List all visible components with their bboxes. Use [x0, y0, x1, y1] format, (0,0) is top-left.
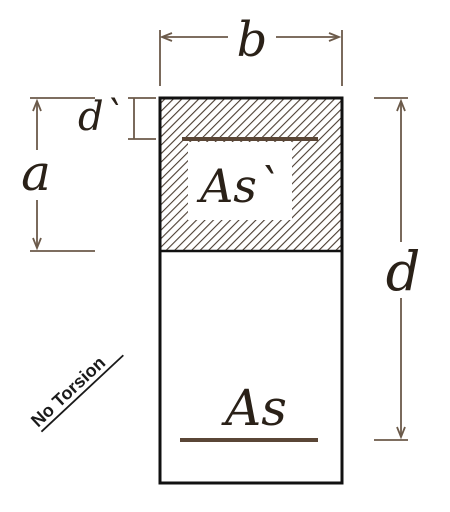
effective-depth-label: d [386, 240, 421, 303]
effective-depth-dimension [374, 97, 408, 441]
compression-steel-label: As` [196, 159, 280, 213]
width-label: b [237, 12, 268, 68]
tension-steel-label: As [221, 379, 287, 437]
compression-depth-dimension [30, 97, 95, 252]
no-torsion-text: No Torsion [27, 352, 109, 431]
beam-section-outline [158, 96, 344, 485]
width-dimension [159, 30, 343, 86]
compression-steel-label-box [188, 142, 292, 220]
no-torsion-underline [40, 354, 124, 433]
cover-depth-dimension [128, 97, 156, 140]
compression-depth-label: a [21, 144, 51, 202]
no-torsion-note: No Torsion [27, 352, 124, 433]
cover-depth-label: d` [78, 94, 124, 140]
